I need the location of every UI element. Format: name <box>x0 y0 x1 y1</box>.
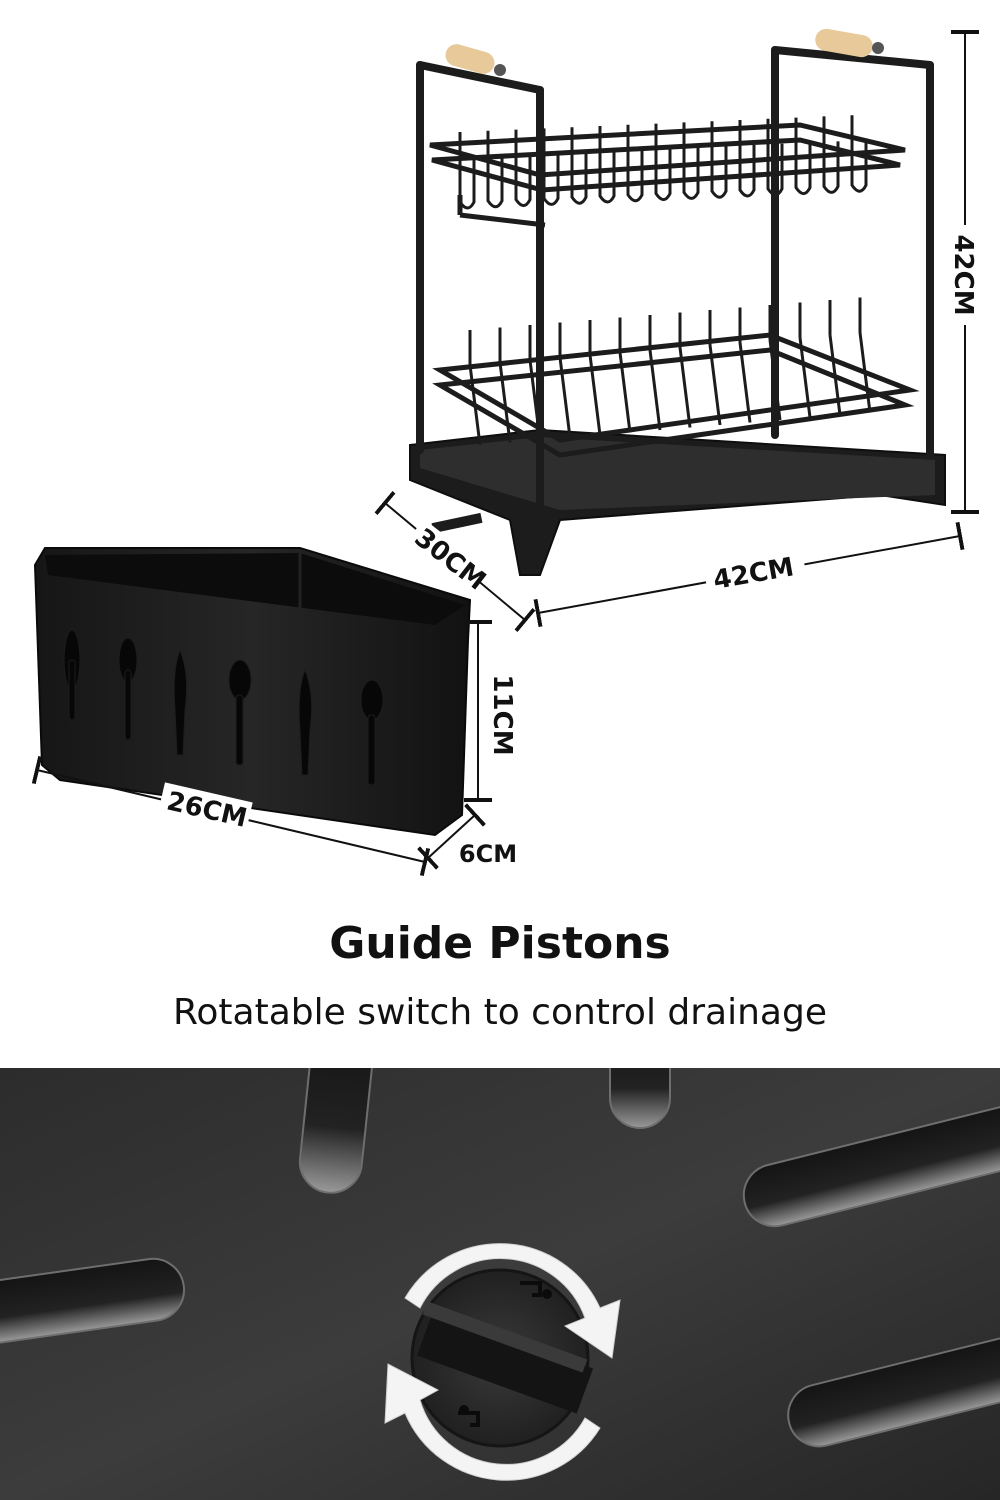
rack-width-dimension: 42CM <box>533 521 965 628</box>
rack-height-dimension: 42CM <box>948 30 979 514</box>
upper-rack-tine <box>682 122 700 200</box>
lower-rack-tine <box>798 302 812 418</box>
upper-rack-tine <box>654 123 672 202</box>
upper-rack-tine <box>738 120 756 198</box>
lower-rack-tine <box>588 320 602 436</box>
upper-rack-tine <box>570 127 588 205</box>
upper-rack-tine <box>766 118 784 197</box>
holder-depth-dimension: 6CM <box>417 803 517 870</box>
lower-rack-tine <box>738 307 752 423</box>
upper-rack-tine <box>710 121 728 199</box>
rotatable-drain-switch <box>410 1268 594 1448</box>
feature-title: Guide Pistons <box>329 918 671 969</box>
lower-rack-tine <box>768 305 782 421</box>
drain-grooves <box>0 1068 1000 1448</box>
upper-rack-tine <box>850 115 868 193</box>
upper-rack-tine <box>822 116 840 194</box>
lower-rack-tine <box>858 297 872 413</box>
lower-rack-tine <box>618 317 632 433</box>
upper-rack-tine <box>542 128 560 206</box>
dish-rack <box>409 28 946 576</box>
upper-rack-tine <box>626 124 644 203</box>
upper-rack-tine <box>486 130 504 209</box>
feature-subtitle: Rotatable switch to control drainage <box>173 992 827 1033</box>
lower-rack-tine <box>708 310 722 426</box>
upper-rack-tine <box>794 117 812 196</box>
lower-rack-tine <box>558 322 572 438</box>
lower-rack-tine <box>828 300 842 416</box>
handle-left <box>445 44 495 74</box>
product-diagram: 42CM 42CM 30CM 11CM <box>31 28 979 877</box>
rotation-arrow-icon <box>384 1243 621 1481</box>
cutlery-holder <box>33 547 472 837</box>
upper-rack-tine <box>598 126 616 204</box>
rack-height-label: 42CM <box>948 234 978 315</box>
drain-tray-closeup <box>0 1068 1000 1500</box>
upper-rack-tine <box>514 129 532 208</box>
lower-rack-tine <box>468 330 482 446</box>
handle-right <box>815 28 873 58</box>
lower-rack-tine <box>498 327 512 443</box>
lower-rack-tine <box>678 312 692 428</box>
holder-depth-label: 6CM <box>459 840 517 868</box>
holder-height-label: 11CM <box>487 674 517 755</box>
upper-rack-tine <box>458 132 476 210</box>
lower-rack-tine <box>648 315 662 431</box>
lower-rack-tine <box>528 325 542 441</box>
holder-height-dimension: 11CM <box>464 620 517 802</box>
